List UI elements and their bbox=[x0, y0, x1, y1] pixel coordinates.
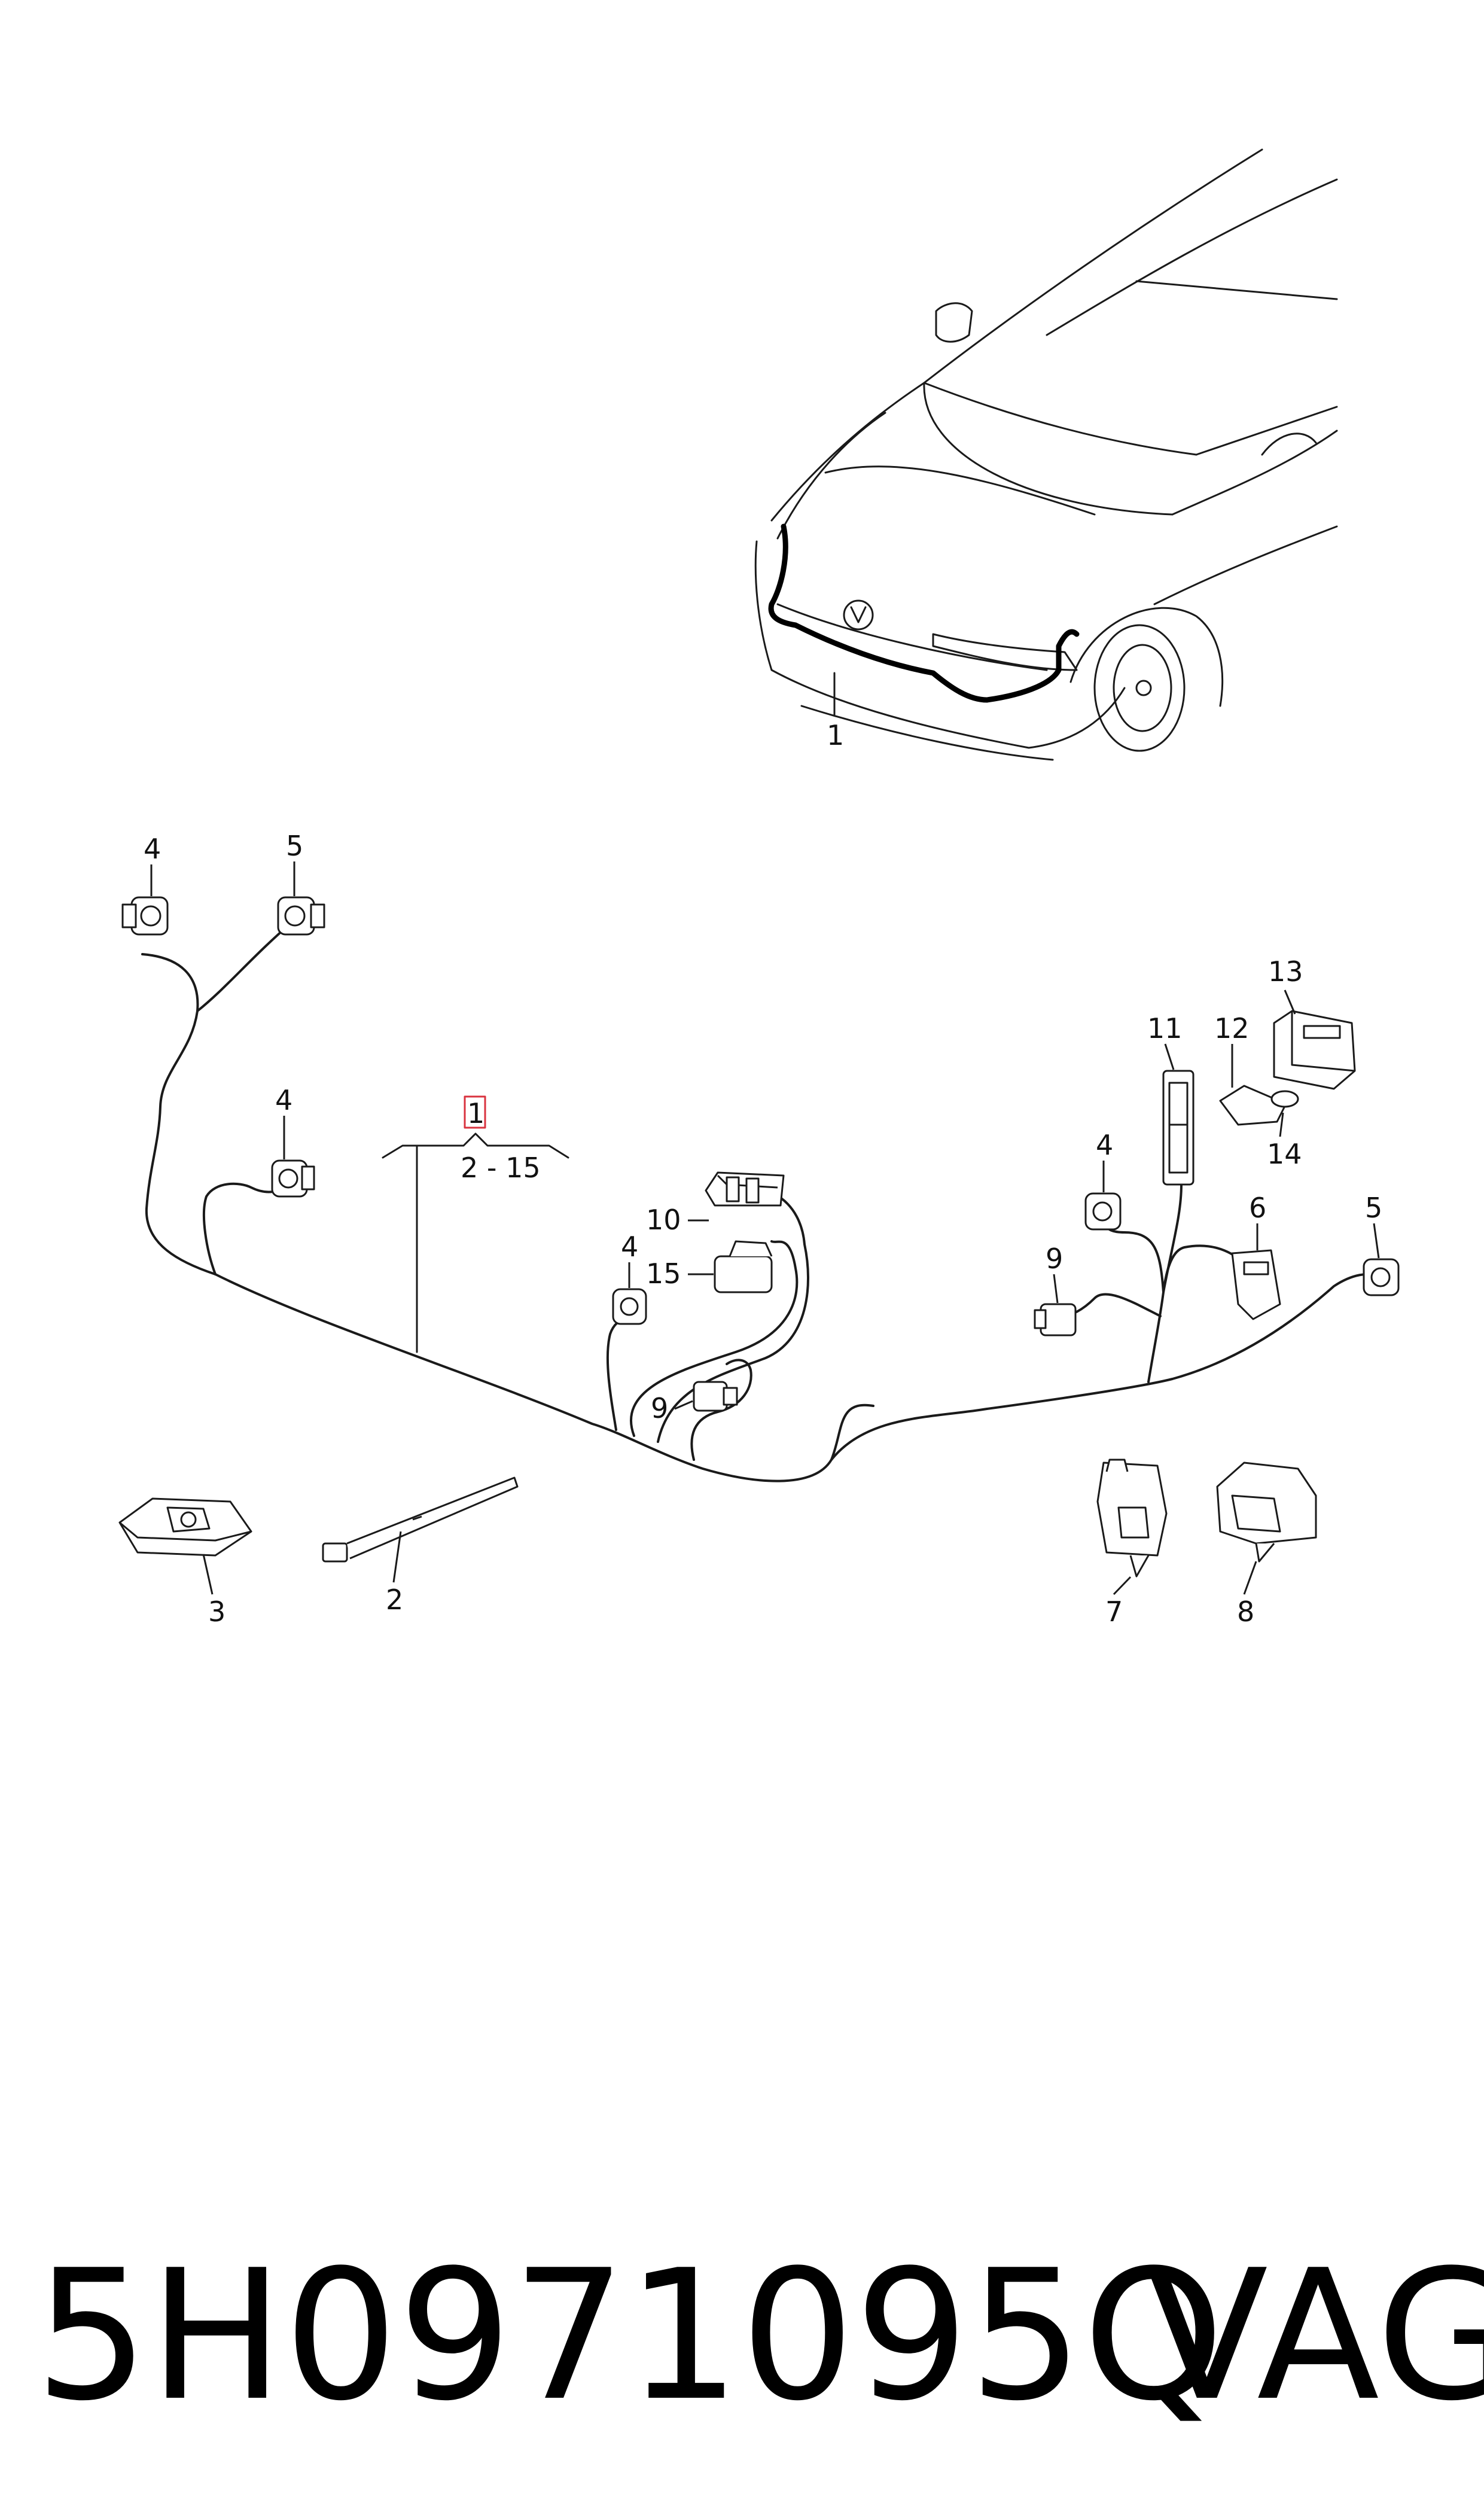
label-4-centre: 4 bbox=[621, 1231, 638, 1263]
connector-15 bbox=[714, 1240, 773, 1293]
car-illustration bbox=[754, 148, 1338, 761]
label-9-centre: 9 bbox=[651, 1392, 668, 1424]
label-13: 13 bbox=[1268, 955, 1303, 988]
label-15: 15 bbox=[646, 1258, 681, 1290]
connector-9-centre bbox=[693, 1381, 738, 1412]
label-14: 14 bbox=[1267, 1138, 1302, 1170]
label-11: 11 bbox=[1147, 1012, 1183, 1045]
label-3: 3 bbox=[208, 1596, 226, 1628]
bracket-7 bbox=[1096, 1459, 1168, 1578]
group-main-label: 1 bbox=[467, 1097, 484, 1129]
label-9-right: 9 bbox=[1046, 1243, 1063, 1275]
connector-10 bbox=[705, 1171, 785, 1207]
seal-14 bbox=[1270, 1090, 1299, 1108]
label-4-right: 4 bbox=[1096, 1129, 1113, 1161]
car-harness-highlight bbox=[768, 523, 1080, 703]
label-5-top-left: 5 bbox=[286, 830, 303, 862]
connector-9-right bbox=[1034, 1303, 1077, 1336]
label-5-right: 5 bbox=[1365, 1192, 1382, 1224]
part-number: 5H0971095Q bbox=[35, 2231, 1224, 2440]
car-callout-label: 1 bbox=[827, 719, 844, 751]
connector-5-right bbox=[1363, 1258, 1400, 1296]
connector-4-top-left bbox=[121, 896, 169, 936]
connector-4-mid-left bbox=[271, 1159, 315, 1198]
connector-4-right bbox=[1084, 1192, 1122, 1231]
connector-11 bbox=[1162, 1070, 1194, 1186]
label-8: 8 bbox=[1237, 1596, 1254, 1628]
label-7: 7 bbox=[1105, 1596, 1123, 1628]
clip-12 bbox=[1219, 1085, 1287, 1126]
cable-tie-2 bbox=[322, 1476, 519, 1563]
label-12: 12 bbox=[1214, 1012, 1250, 1045]
group-main-box bbox=[464, 1095, 486, 1129]
bracket-8 bbox=[1216, 1462, 1317, 1563]
label-4-mid-left: 4 bbox=[275, 1084, 292, 1116]
clip-base-3 bbox=[118, 1497, 252, 1557]
connector-6 bbox=[1231, 1249, 1281, 1320]
connector-5-top-left bbox=[277, 896, 325, 936]
wiring-harness bbox=[141, 920, 1380, 1482]
label-2: 2 bbox=[386, 1584, 403, 1616]
label-6: 6 bbox=[1249, 1192, 1266, 1224]
connector-4-centre bbox=[612, 1288, 647, 1325]
connector-13 bbox=[1273, 1010, 1356, 1090]
callout-labels: 1 1 2 - 15 4 5 4 4 10 15 9 11 12 13 14 4… bbox=[144, 719, 1382, 1628]
leader-lines bbox=[150, 861, 1380, 1596]
label-4-top-left: 4 bbox=[144, 833, 161, 865]
group-bracket bbox=[382, 1095, 569, 1353]
group-range-label: 2 - 15 bbox=[461, 1152, 541, 1184]
label-10: 10 bbox=[646, 1204, 681, 1236]
brand-label: VAG bbox=[1145, 2231, 1484, 2440]
